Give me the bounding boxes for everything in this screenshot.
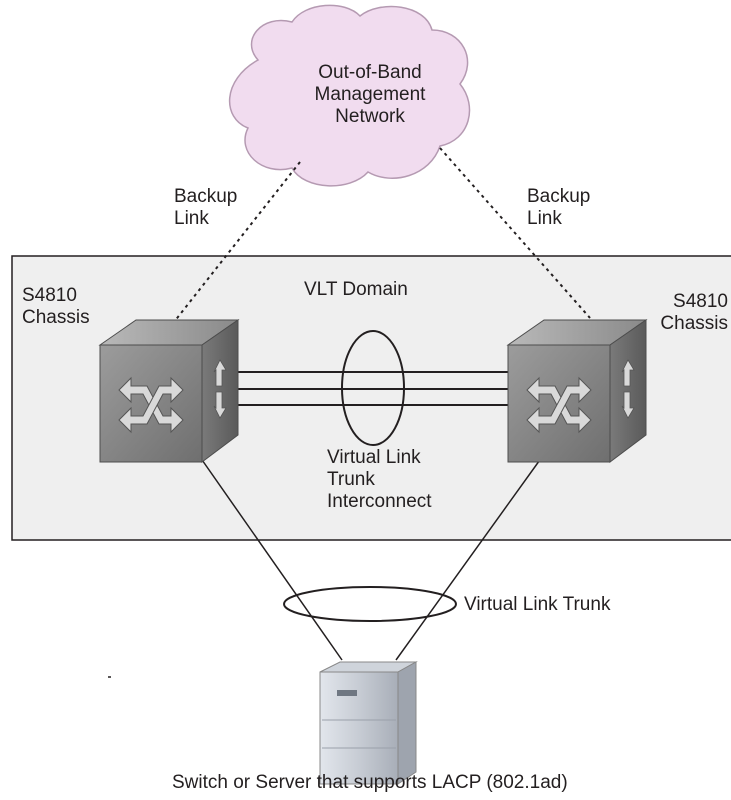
- cloud-label: Out-of-Band Management Network: [314, 62, 426, 127]
- side-arrows-icon: [213, 359, 227, 419]
- switch-arrows-icon: [526, 376, 592, 434]
- vlt-domain-label: VLT Domain: [304, 279, 408, 300]
- server-link-left-line: [199, 456, 343, 661]
- backup-link-left-label: Backup Link: [174, 186, 238, 229]
- virtual-link-trunk-label: Virtual Link Trunk: [464, 594, 611, 615]
- backup-link-right-line: [439, 147, 591, 319]
- chassis-right-cube: [506, 319, 648, 463]
- backup-link-left-line: [173, 161, 301, 323]
- side-arrows-icon: [621, 359, 635, 419]
- interconnect-label: Virtual Link Trunk Interconnect: [327, 447, 432, 512]
- server-icon: [319, 661, 418, 785]
- chassis-left-cube: [98, 319, 240, 463]
- management-network-cloud: [228, 4, 471, 187]
- server-link-right-line: [395, 456, 543, 661]
- interconnect-ellipse: [341, 330, 405, 446]
- backup-link-right-label: Backup Link: [527, 186, 591, 229]
- switch-arrows-icon: [118, 376, 184, 434]
- server-label: Switch or Server that supports LACP (802…: [172, 772, 568, 793]
- virtual-link-trunk-ellipse: [283, 586, 457, 622]
- chassis-right-label: S4810 Chassis: [660, 291, 728, 334]
- chassis-left-label: S4810 Chassis: [22, 285, 90, 328]
